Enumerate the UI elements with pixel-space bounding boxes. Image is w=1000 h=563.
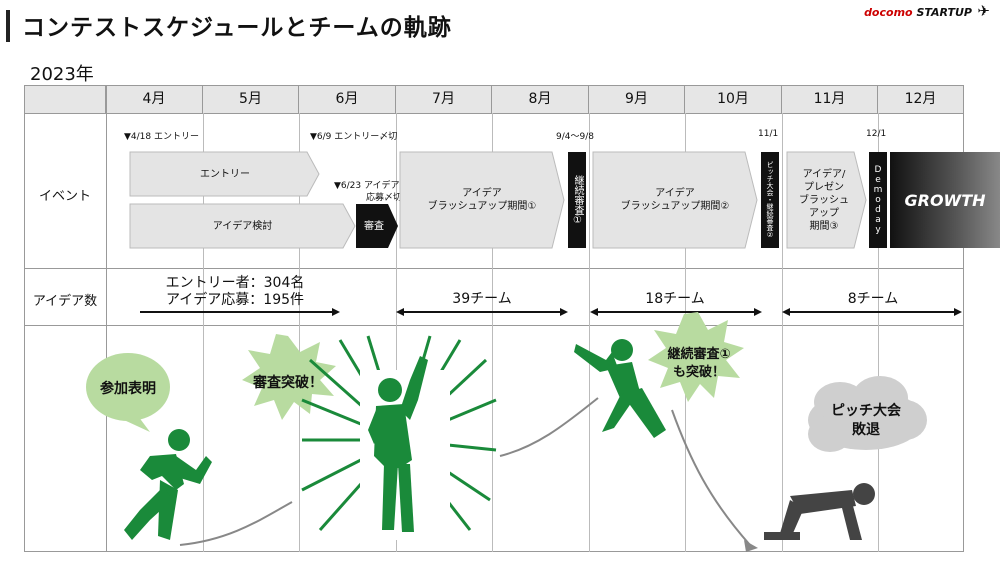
arrow-head [754, 308, 762, 316]
month-aug: 8月 [492, 85, 589, 113]
grid-line [963, 85, 964, 552]
idea-study-arrow-shape [129, 203, 356, 249]
month-jul: 7月 [396, 85, 492, 113]
arrow-head [954, 308, 962, 316]
event-brushup1: アイデア ブラッシュアップ期間① [427, 188, 537, 212]
event-pitch: ピッチ大会・継続審査② [761, 152, 779, 248]
grid-line [203, 113, 204, 552]
grid-line [24, 85, 25, 552]
cheering-person-icon [368, 356, 428, 532]
grid-line [24, 113, 964, 114]
bubble-continuous-pass-text: 継続審査① も突破！ [667, 347, 731, 380]
row-label-ideas: アイデア数 [32, 294, 98, 309]
grid-line [24, 551, 964, 552]
arrow-head [332, 308, 340, 316]
entry-count: エントリー者：304名 [165, 275, 305, 291]
month-dec: 12月 [878, 85, 964, 113]
speech-bubble-join [86, 353, 170, 421]
review-box-shape [356, 204, 398, 248]
event-brushup3: アイデア/ プレゼン ブラッシュ アップ 期間③ [799, 168, 849, 232]
burst-shape-continuous [648, 312, 744, 402]
grid-line [106, 85, 107, 552]
speech-bubble-tail [124, 416, 150, 432]
grid-line [589, 113, 590, 552]
event-demoday: Demoday [869, 152, 887, 248]
month-apr: 4月 [106, 85, 203, 113]
trajectory-curve [499, 397, 599, 457]
milestone-demoday: 12/1 [866, 129, 887, 139]
arrow-head [396, 308, 404, 316]
grid-line [299, 113, 300, 552]
title-accent-bar [6, 10, 10, 42]
arrow-head [590, 308, 598, 316]
team-count-39: 39チーム [452, 291, 512, 307]
grid-line [492, 113, 493, 552]
event-brushup2: アイデア ブラッシュアップ期間② [620, 188, 730, 212]
event-continuous-review: 継続審査① [568, 152, 586, 248]
grid-line [878, 113, 879, 552]
brushup2-arrow-shape [592, 151, 758, 249]
arrow-head [782, 308, 790, 316]
brushup1-arrow-shape [399, 151, 565, 249]
jumping-person-icon [574, 339, 666, 438]
idea-count: アイデア応募：195件 [165, 292, 305, 308]
rocket-icon: ✈ [977, 2, 990, 20]
bubble-review-pass-text: 審査突破！ [253, 375, 323, 391]
grid-line [782, 113, 783, 552]
entry-arrow-shape [129, 151, 320, 197]
defeated-person-icon [764, 483, 875, 540]
grid-line [24, 325, 964, 326]
month-jun: 6月 [299, 85, 396, 113]
milestone-idea-close: ▼6/23 アイデア [334, 181, 400, 191]
month-nov: 11月 [782, 85, 878, 113]
month-sep: 9月 [589, 85, 685, 113]
event-idea-study: アイデア検討 [212, 220, 273, 232]
running-person-icon [124, 429, 212, 540]
team-count-8: 8チーム [847, 291, 899, 307]
milestone-entry-close: ▼6/9 エントリー〆切 [310, 132, 398, 142]
bubble-defeat-text: ピッチ大会 敗退 [831, 403, 901, 438]
milestone-continuous-review: 9/4～9/8 [556, 132, 594, 142]
milestone-idea-close-2: 応募〆切 [366, 193, 403, 203]
event-review: 審査 [364, 220, 384, 232]
grid-line [396, 113, 397, 552]
cloud-shape [808, 376, 927, 452]
team-count-18: 18チーム [645, 291, 705, 307]
trajectory-curve [671, 409, 751, 546]
header-corner [24, 85, 106, 113]
page-title: コンテストスケジュールとチームの軌跡 [22, 15, 452, 41]
milestone-pitch: 11/1 [758, 129, 779, 139]
brand-logo: docomo STARTUP [864, 6, 972, 19]
event-entry: エントリー [200, 168, 250, 180]
burst-shape-review [242, 334, 336, 420]
row-label-event: イベント [38, 189, 91, 204]
arrow-head [744, 540, 758, 552]
year-label: 2023年 [30, 64, 94, 85]
arrow-head [560, 308, 568, 316]
schedule-grid: 4月 5月 6月 7月 8月 9月 10月 11月 12月 イベント アイデア数 [24, 85, 964, 552]
brushup3-arrow-shape [786, 151, 867, 249]
grid-line [24, 268, 964, 269]
grid-line [24, 85, 964, 86]
month-may: 5月 [203, 85, 299, 113]
event-growth: GROWTH [890, 152, 1000, 248]
trajectory-curve [179, 501, 293, 546]
milestone-entry-start: ▼4/18 エントリー [124, 132, 199, 142]
month-oct: 10月 [685, 85, 782, 113]
bubble-join-text: 参加表明 [100, 381, 156, 397]
